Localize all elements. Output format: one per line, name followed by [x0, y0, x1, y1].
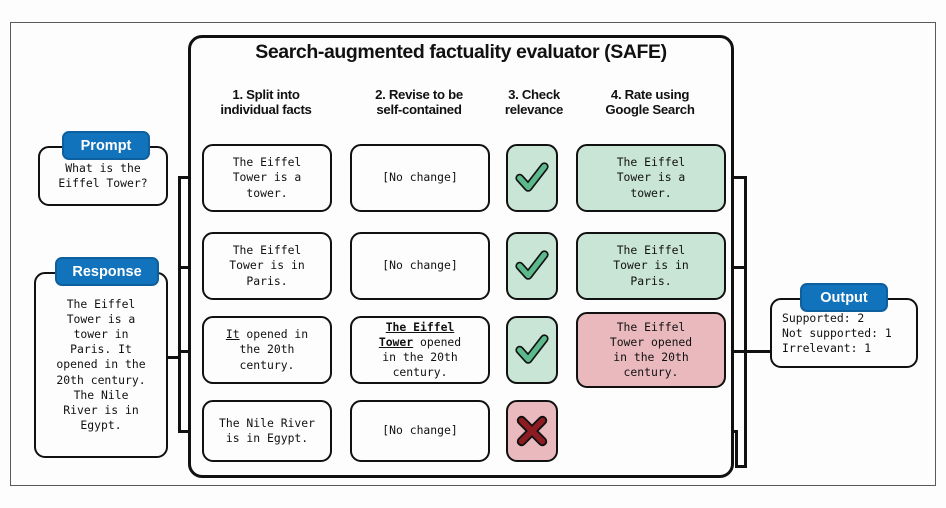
revised-3-rest: opened in the 20th century. [382, 334, 462, 380]
relevance-box-4: cross [506, 400, 558, 462]
response-label: Response [55, 257, 159, 286]
column-header-4: 4. Rate using Google Search [574, 87, 726, 118]
connector-r2-out [725, 266, 747, 269]
output-line-supported: Supported: 2 [782, 311, 865, 325]
rating-box-2: The Eiffel Tower is in Paris. [576, 232, 726, 300]
prompt-label: Prompt [62, 131, 150, 160]
column-header-1: 1. Split into individual facts [200, 87, 332, 118]
column-header-3-line1: 3. Check [508, 87, 560, 102]
revised-box-2: [No change] [350, 232, 490, 300]
check-icon [515, 162, 549, 192]
fact-3-underlined-token: It [225, 327, 240, 342]
column-header-2-line2: self-contained [376, 101, 462, 117]
connector-r4-bypass-join [735, 465, 747, 468]
column-header-2-line1: 2. Revise to be [375, 87, 463, 102]
connector-output-bus [744, 176, 747, 468]
connector-bus-to-output [744, 350, 772, 353]
connector-input-bus [178, 176, 181, 430]
relevance-box-1: check [506, 144, 558, 212]
response-box: The Eiffel Tower is a tower in Paris. It… [34, 272, 168, 458]
fact-box-3: ItIt opened in the 20th century. opened … [202, 316, 332, 384]
check-icon [515, 334, 549, 364]
revised-3-bold-underlined: The Eiffel Tower [378, 319, 455, 349]
fact-3-rest: opened in the 20th century. [239, 327, 309, 372]
cross-icon [516, 415, 548, 447]
connector-r3-out [725, 350, 747, 353]
column-header-1-line1: 1. Split into [232, 87, 300, 102]
column-header-3-line2: relevance [504, 101, 564, 117]
column-header-3: 3. Check relevance [496, 87, 572, 118]
connector-r1-out [725, 176, 747, 179]
column-header-4-line1: 4. Rate using [610, 87, 690, 102]
fact-box-2: The Eiffel Tower is in Paris. [202, 232, 332, 300]
column-header-2: 2. Revise to be self-contained [348, 87, 490, 118]
revised-box-4: [No change] [350, 400, 490, 462]
relevance-box-3: check [506, 316, 558, 384]
connector-response-stub [155, 356, 181, 359]
revised-box-3: The Eiffel Tower opened in the 20th cent… [350, 316, 490, 384]
rating-box-3: The Eiffel Tower opened in the 20th cent… [576, 312, 726, 388]
column-header-1-line2: individual facts [220, 101, 312, 117]
output-label: Output [800, 283, 888, 312]
relevance-box-2: check [506, 232, 558, 300]
fact-box-1: The Eiffel Tower is a tower. [202, 144, 332, 212]
output-line-irrelevant: Irrelevant: 1 [782, 341, 872, 356]
rating-box-1: The Eiffel Tower is a tower. [576, 144, 726, 212]
fact-box-4: The Nile River is in Egypt. [202, 400, 332, 462]
safe-title: Search-augmented factuality evaluator (S… [255, 41, 667, 63]
connector-r4-bypass-down [735, 430, 738, 468]
check-icon [515, 250, 549, 280]
output-line-not-supported: Not supported: 1 [782, 326, 892, 341]
revised-box-1: [No change] [350, 144, 490, 212]
column-header-4-line2: Google Search [605, 101, 695, 117]
